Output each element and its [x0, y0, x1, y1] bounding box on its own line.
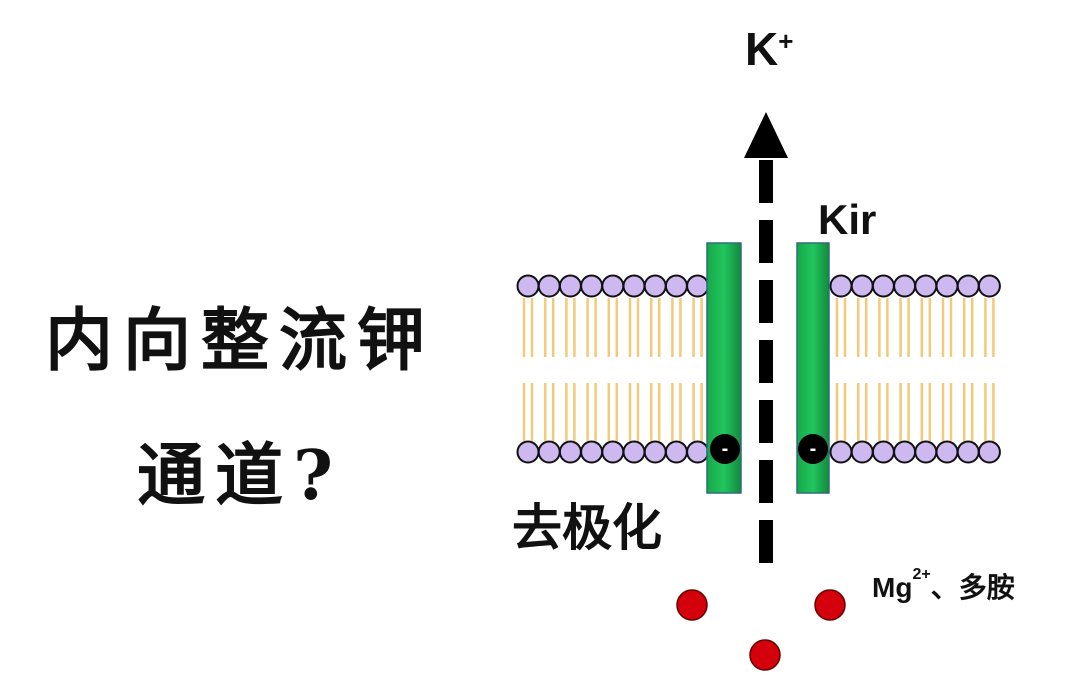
arrow-dash — [759, 160, 773, 203]
arrow-head-icon — [744, 112, 788, 158]
lipid-head — [829, 440, 853, 464]
lipid-head — [601, 440, 625, 464]
lipid-head — [686, 440, 710, 464]
kir-channel-label: Kir — [818, 196, 877, 243]
lipid-head — [664, 274, 688, 298]
lipid-head — [977, 440, 1001, 464]
lipid-head — [893, 440, 917, 464]
arrow-dash — [759, 220, 773, 263]
lipid-head — [956, 274, 980, 298]
lipid-head — [664, 440, 688, 464]
lipid-head — [558, 274, 582, 298]
negative-charge — [798, 434, 828, 464]
lipid-head — [622, 440, 646, 464]
lipid-head — [622, 274, 646, 298]
lipid-head — [601, 274, 625, 298]
potassium-ion-label: K+ — [745, 23, 794, 75]
lipid-head — [829, 274, 853, 298]
lipid-head — [935, 440, 959, 464]
lipid-head — [956, 440, 980, 464]
lipid-head — [643, 274, 667, 298]
lipid-head — [893, 274, 917, 298]
title-line-1: 内向整流钾 — [44, 301, 435, 381]
lipid-head — [871, 274, 895, 298]
lipid-head — [914, 274, 938, 298]
lipid-head — [516, 440, 540, 464]
lipid-head — [935, 274, 959, 298]
negative-charge — [710, 434, 740, 464]
lipid-head — [643, 440, 667, 464]
lipid-head — [914, 440, 938, 464]
lipid-head — [537, 274, 561, 298]
depolarization-label: 去极化 — [512, 499, 662, 557]
lipid-head — [580, 440, 604, 464]
arrow-dash — [759, 520, 773, 563]
lipid-head — [686, 274, 710, 298]
blocker-ball — [814, 589, 846, 621]
lipid-head — [537, 440, 561, 464]
arrow-dash — [759, 400, 773, 443]
arrow-dash — [759, 460, 773, 503]
lipid-head — [516, 274, 540, 298]
lipid-head — [558, 440, 582, 464]
lipid-head — [850, 440, 874, 464]
arrow-dash — [759, 280, 773, 323]
blocker-label: Mg2+、多胺 — [872, 566, 1015, 603]
blocker-ball — [676, 589, 708, 621]
title-line-2: 通道? — [137, 436, 343, 516]
lipid-head — [871, 440, 895, 464]
arrow-dash — [759, 340, 773, 383]
lipid-head — [850, 274, 874, 298]
blocker-ball — [749, 639, 781, 671]
lipid-head — [977, 274, 1001, 298]
negative-charge-sign: - — [810, 438, 817, 460]
negative-charge-sign: - — [722, 438, 729, 460]
lipid-head — [580, 274, 604, 298]
